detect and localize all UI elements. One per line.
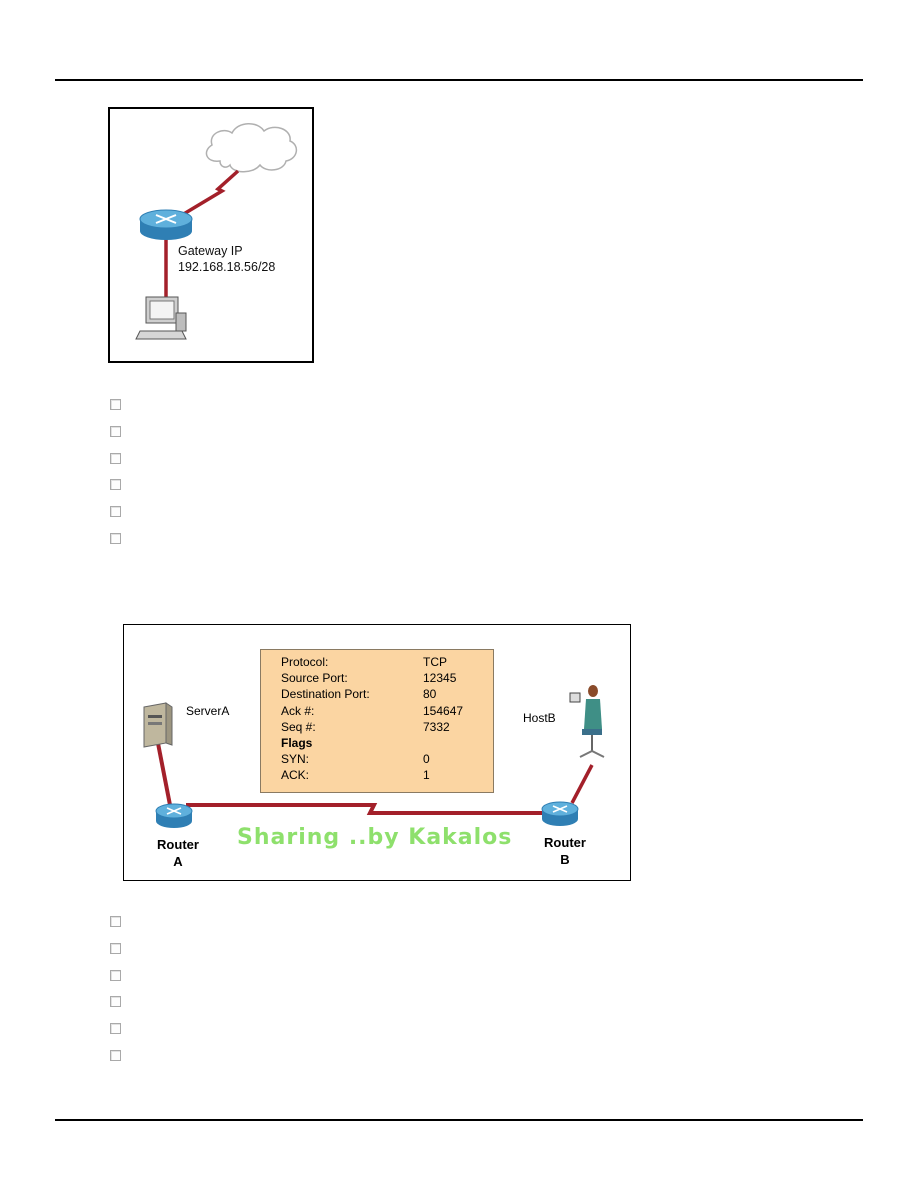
gateway-label: Gateway IP <box>178 244 243 258</box>
computer-icon <box>135 296 187 340</box>
seq-number-label: Seq #: <box>281 719 316 734</box>
gateway-ip: 192.168.18.56/28 <box>178 260 276 274</box>
server-router-link <box>154 732 172 806</box>
cloud-icon <box>205 123 298 173</box>
source-port-label: Source Port: <box>281 671 348 686</box>
option-checkbox[interactable] <box>110 916 121 927</box>
ack-number-label: Ack #: <box>281 703 315 718</box>
destination-port-label: Destination Port: <box>281 687 370 702</box>
option-checkbox[interactable] <box>110 1023 121 1034</box>
option-checkbox[interactable] <box>110 506 121 517</box>
router-a-icon <box>155 803 193 828</box>
protocol-value: TCP <box>423 655 447 669</box>
ack-flag-value: 1 <box>423 768 430 783</box>
server-a-label: ServerA <box>186 704 230 718</box>
router-a-label-line1: Router <box>157 837 199 852</box>
tcp-diagram-drawing <box>143 685 605 828</box>
wan-link <box>186 803 564 815</box>
flags-heading: Flags <box>281 736 313 751</box>
watermark-text: Sharing ..by Kakalos <box>237 825 513 850</box>
seq-number-value: 7332 <box>423 719 450 734</box>
option-checkbox[interactable] <box>110 996 121 1007</box>
option-checkbox[interactable] <box>110 1050 121 1061</box>
router-b-label-line2: B <box>560 852 570 867</box>
router-a-label: Router A <box>150 836 206 870</box>
router-a-label-line2: A <box>173 854 183 869</box>
host-b-label: HostB <box>523 711 556 725</box>
network-diagram-tcp: Protocol: TCP Source Port: 12345 Destinati… <box>123 624 631 881</box>
router-icon <box>139 209 193 240</box>
option-checkbox[interactable] <box>110 453 121 464</box>
option-checkbox[interactable] <box>110 970 121 981</box>
header-rule <box>55 79 863 81</box>
protocol-label: Protocol: <box>281 655 329 669</box>
option-checkbox[interactable] <box>110 533 121 544</box>
footer-rule <box>55 1119 863 1121</box>
option-checkbox[interactable] <box>110 399 121 410</box>
router-b-label-line1: Router <box>544 835 586 850</box>
network-diagram-gateway: Gateway IP 192.168.18.56/28 <box>108 107 314 363</box>
wan-link <box>171 169 240 223</box>
syn-flag-value: 0 <box>423 752 430 767</box>
host-user-icon <box>569 685 605 758</box>
router-b-icon <box>541 801 579 826</box>
option-checkbox[interactable] <box>110 479 121 490</box>
option-checkbox[interactable] <box>110 943 121 954</box>
ack-flag-label: ACK: <box>281 768 310 783</box>
destination-port-value: 80 <box>423 687 437 702</box>
router-b-label: Router B <box>536 834 594 868</box>
syn-flag-label: SYN: <box>281 752 310 767</box>
tcp-segment-info-panel: Protocol: TCP Source Port: 12345 Destinati… <box>260 649 494 793</box>
server-icon <box>143 702 173 748</box>
diagram-drawing <box>135 123 298 340</box>
ack-number-value: 154647 <box>423 703 464 718</box>
source-port-value: 12345 <box>423 671 457 686</box>
host-router-link <box>570 764 594 804</box>
option-checkbox[interactable] <box>110 426 121 437</box>
